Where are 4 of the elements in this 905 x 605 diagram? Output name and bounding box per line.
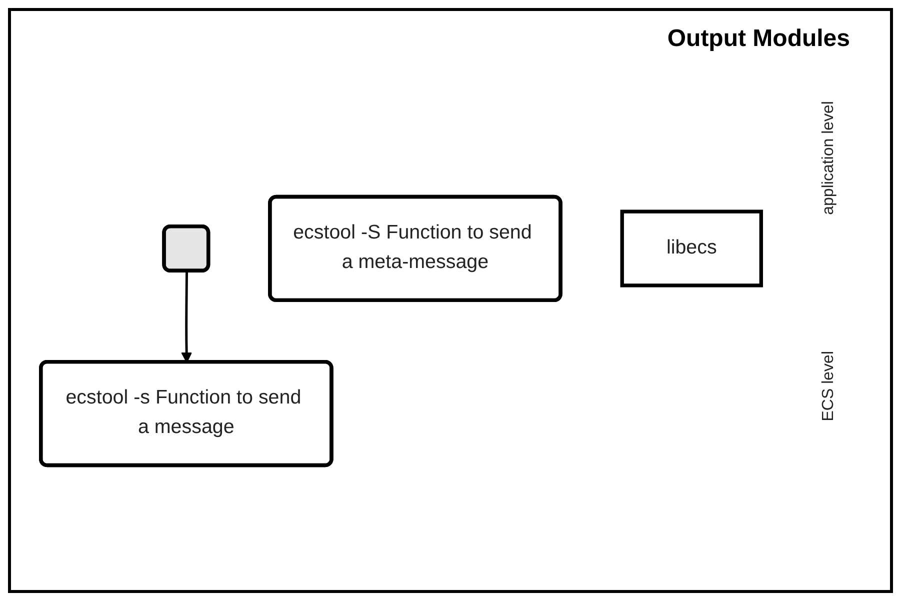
diagram-title: Output Modules xyxy=(667,25,850,53)
level-label: ECS level xyxy=(820,351,838,422)
node-box: libecs xyxy=(620,210,763,288)
level-label: application level xyxy=(820,101,838,215)
